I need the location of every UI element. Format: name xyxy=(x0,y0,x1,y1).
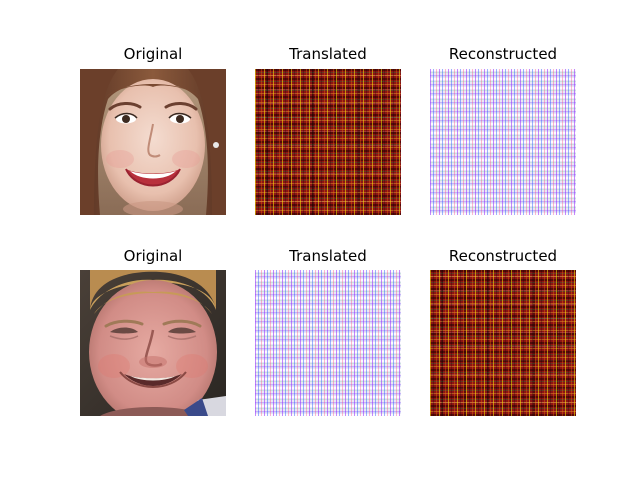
panel-title-original-1: Original xyxy=(123,45,183,63)
man-face-illustration xyxy=(80,270,226,416)
panel-title-reconstructed-2: Reconstructed xyxy=(448,247,558,265)
panel-title-translated-2: Translated xyxy=(289,247,367,265)
panel-title-reconstructed-1: Reconstructed xyxy=(448,45,558,63)
translated-output-noise-image xyxy=(255,270,401,416)
reconstructed-output-noise-image xyxy=(430,69,576,215)
panel-title-original-2: Original xyxy=(123,247,183,265)
translated-output-noise-image xyxy=(255,69,401,215)
panel-title-translated-1: Translated xyxy=(289,45,367,63)
original-face-man-image xyxy=(80,270,226,416)
original-face-woman-image xyxy=(80,69,226,215)
reconstructed-output-noise-image xyxy=(430,270,576,416)
woman-face-illustration xyxy=(80,69,226,215)
